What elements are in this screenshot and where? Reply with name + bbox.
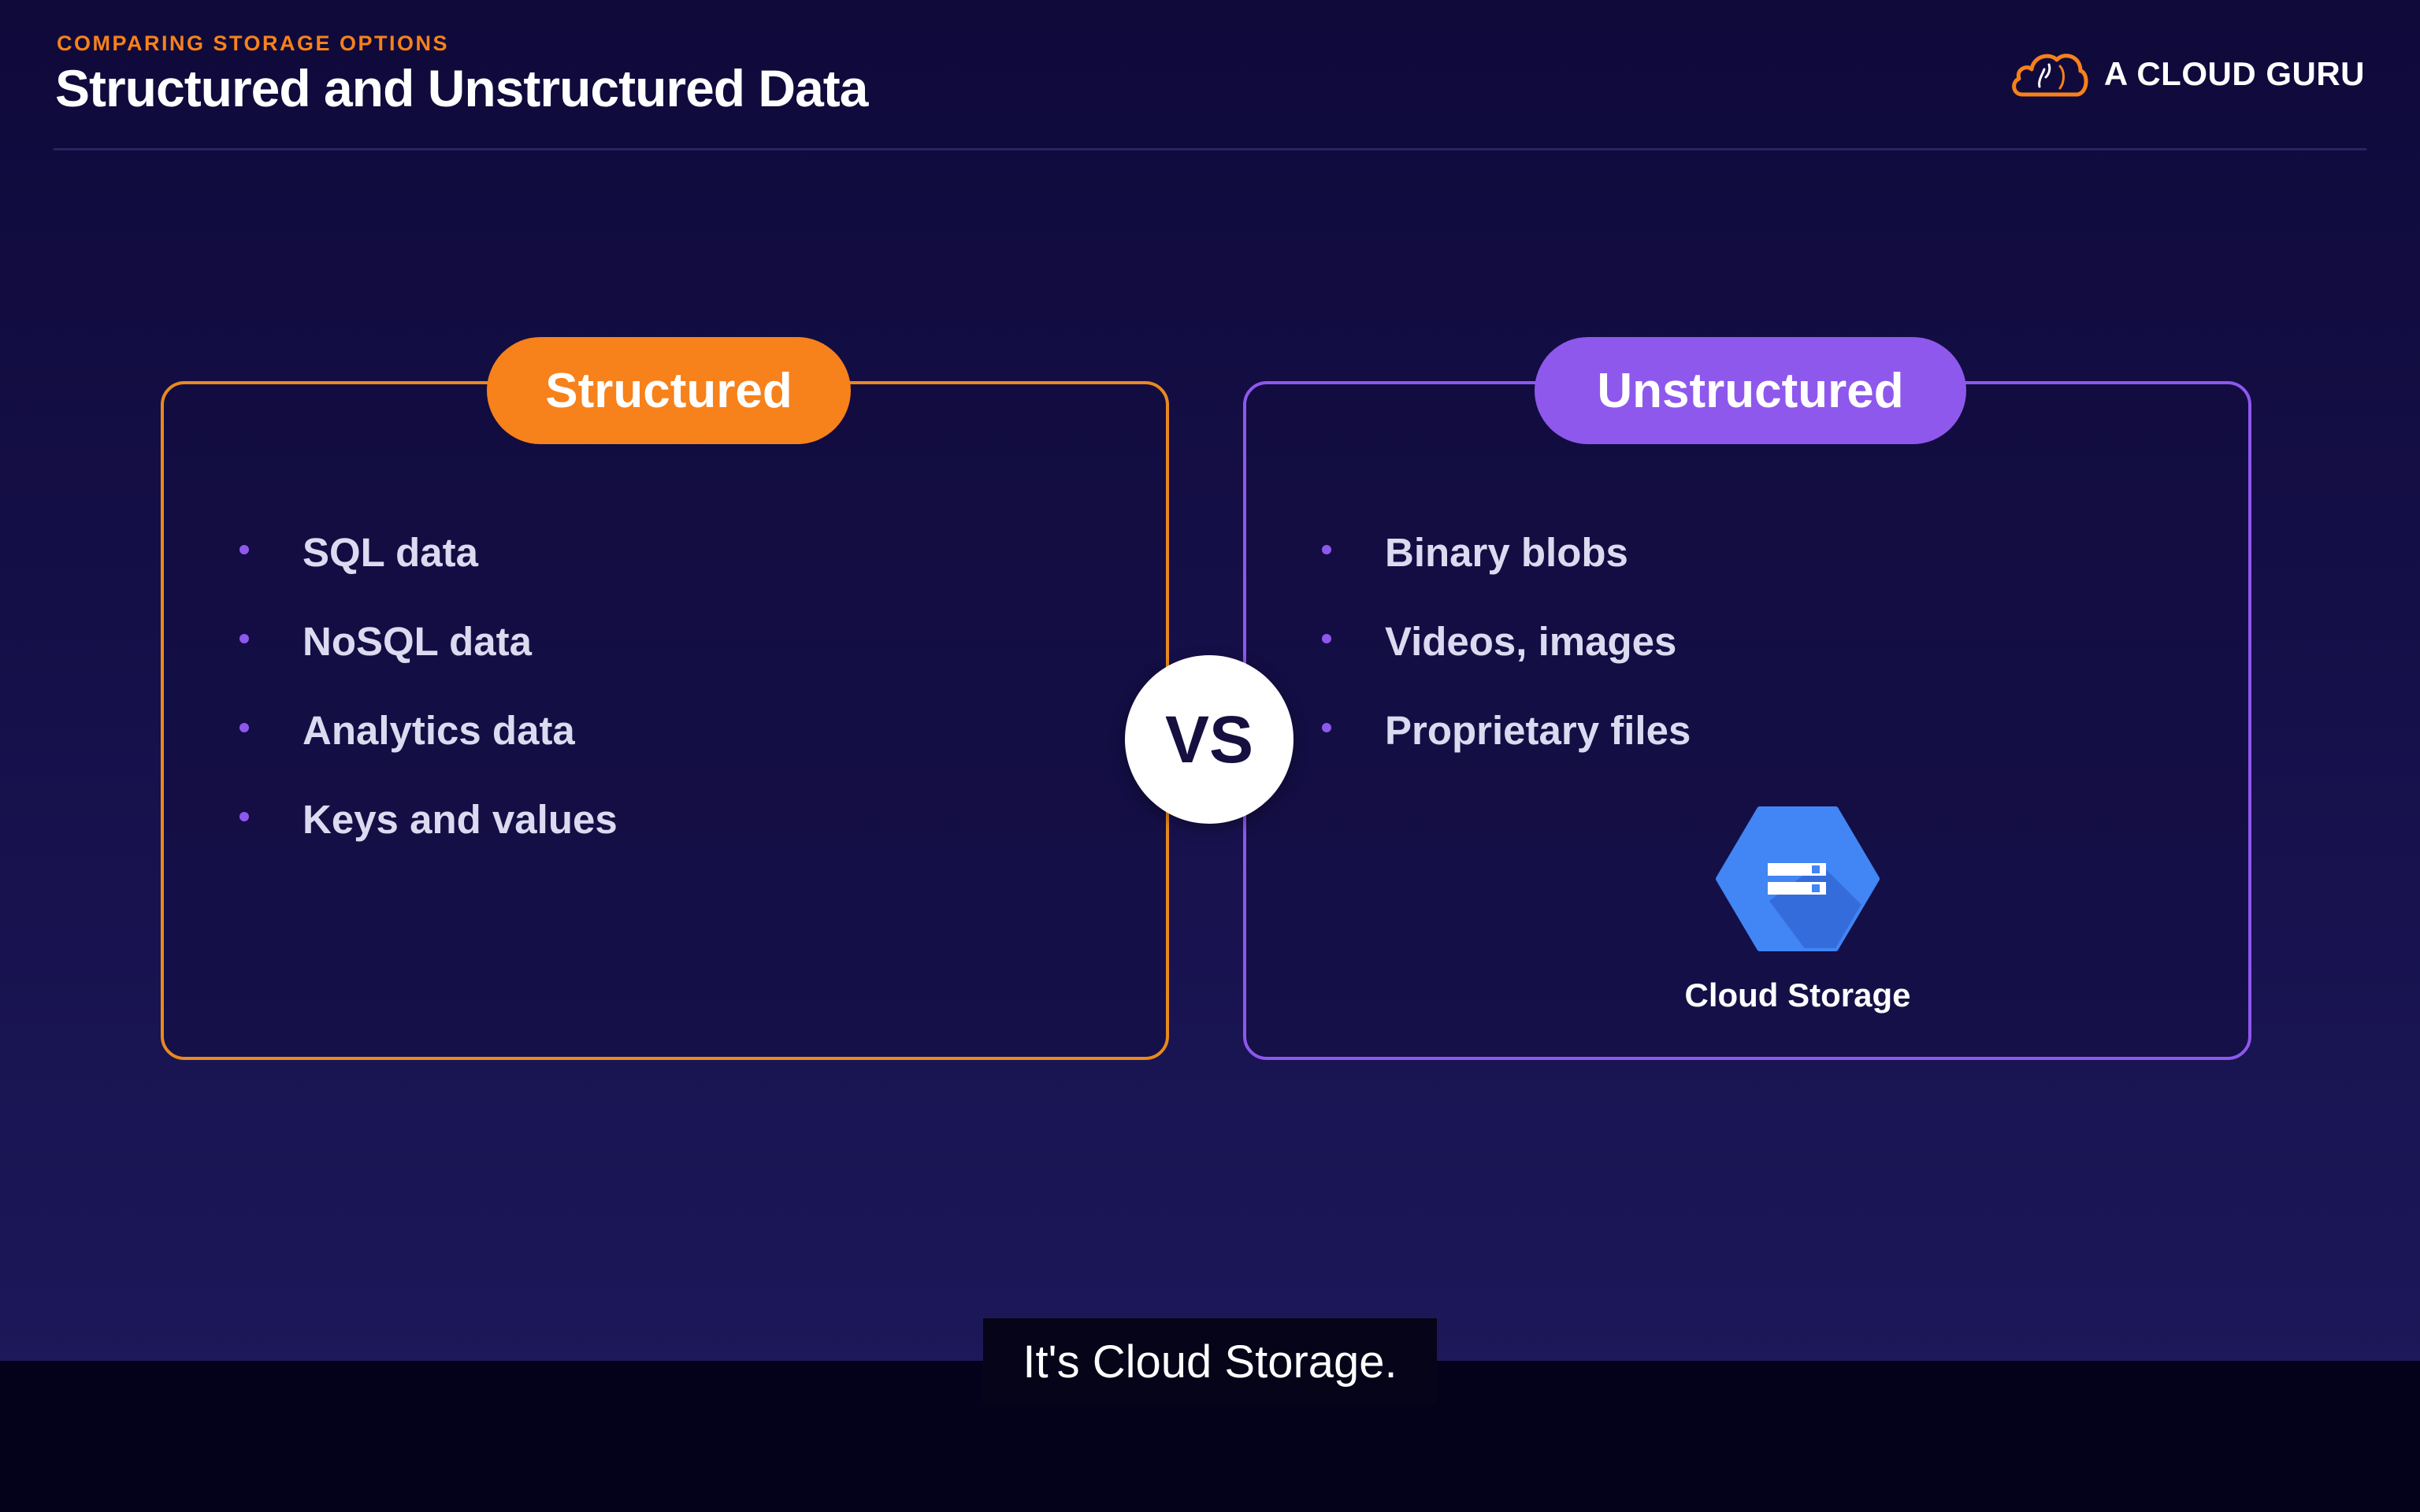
bullet-icon: [239, 634, 249, 643]
unstructured-panel: Unstructured Binary blobs Videos, images…: [1243, 337, 2251, 1060]
bullet-icon: [239, 545, 249, 554]
cloud-storage-icon: [1716, 806, 1880, 951]
slide-title: Structured and Unstructured Data: [55, 59, 868, 117]
list-item-text: Proprietary files: [1385, 708, 1691, 753]
list-item-text: Binary blobs: [1385, 530, 1628, 575]
versus-badge: VS: [1125, 655, 1294, 824]
slide: COMPARING STORAGE OPTIONS Structured and…: [0, 0, 2420, 1361]
structured-panel: Structured SQL data NoSQL data Analytics…: [161, 337, 1169, 1060]
unstructured-pill: Unstructured: [1535, 337, 1966, 444]
brand-logo-group: A CLOUD GURU: [2008, 46, 2365, 102]
structured-pill: Structured: [487, 337, 851, 444]
cloud-storage-label: Cloud Storage: [1684, 976, 1911, 1014]
cloud-logo-icon: [2012, 54, 2088, 97]
list-item-text: SQL data: [302, 530, 478, 575]
header-divider: [54, 148, 2366, 150]
brand-name: A CLOUD GURU: [2103, 55, 2365, 92]
subtitle-caption: It's Cloud Storage.: [983, 1318, 1437, 1405]
list-item-text: Videos, images: [1385, 619, 1677, 664]
bullet-icon: [1322, 723, 1331, 732]
bullet-icon: [239, 723, 249, 732]
list-item-text: Analytics data: [302, 708, 575, 753]
list-item-text: Keys and values: [302, 797, 618, 842]
slide-eyebrow: COMPARING STORAGE OPTIONS: [57, 32, 450, 55]
bullet-icon: [1322, 545, 1331, 554]
bullet-icon: [239, 812, 249, 821]
bullet-icon: [1322, 634, 1331, 643]
list-item-text: NoSQL data: [302, 619, 532, 664]
